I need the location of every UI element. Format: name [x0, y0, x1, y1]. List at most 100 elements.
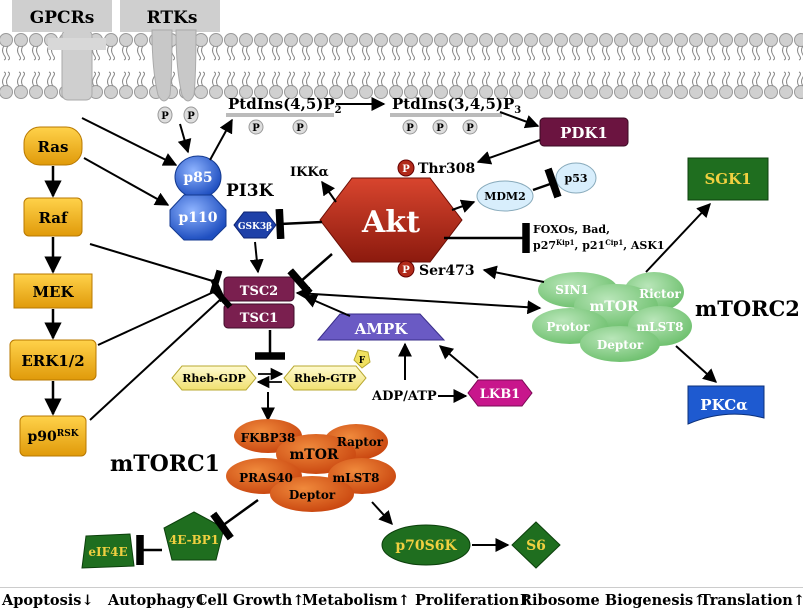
outcome-arrow-icon: ↓ [81, 592, 93, 609]
mtorc2-mtor: mTOR [589, 299, 638, 315]
mtorc1-label: mTORC1 [110, 451, 220, 477]
gsk3b-node: GSK3β [234, 212, 276, 238]
4ebp1-node: 4E-BP1 [164, 512, 224, 560]
mek-node: MEK [14, 274, 92, 308]
rheb-gtp-label: Rheb-GTP [294, 372, 356, 385]
raf-label: Raf [39, 209, 70, 227]
arrow-lkb1-ampk [440, 346, 478, 378]
ptdins345-phospho-2: P [433, 120, 447, 134]
gpcrs-label: GPCRs [30, 8, 95, 28]
outcome-arrow-icon: ↑ [793, 592, 803, 609]
ptdins45p2: PtdIns(4,5)P2 P P [226, 95, 342, 134]
outcome-proliferation: Proliferation↑ [415, 592, 531, 609]
mtorc2-sin1: SIN1 [555, 283, 589, 297]
erk-node: ERK1/2 [10, 340, 96, 380]
svg-text:P: P [406, 123, 414, 134]
foxos-label: FOXOs, Bad, [533, 223, 610, 236]
cellular-outcomes: Apoptosis↓Autophagy↓Cell Growth↑Metaboli… [0, 587, 803, 615]
akt-label: Akt [361, 205, 420, 240]
mtorc1-fkbp38: FKBP38 [241, 431, 296, 445]
ser473-label: Ser473 [419, 263, 475, 279]
akt-node: Akt [320, 178, 462, 262]
gsk3b-label: GSK3β [238, 222, 272, 232]
tsc2-label: TSC2 [240, 284, 278, 299]
ptdins45-phospho-2: P [293, 120, 307, 134]
ser473-site: P Ser473 [398, 261, 475, 279]
arrow-mtorc2-pkca [676, 346, 716, 382]
farnesyl-label: F [359, 356, 366, 366]
ptdins45-sub: 2 [335, 105, 342, 116]
rheb-gdp-label: Rheb-GDP [182, 372, 246, 385]
p85-label: p85 [183, 170, 212, 186]
ikka-label: IKKα [290, 165, 329, 180]
mtorc2-deptor: Deptor [597, 338, 644, 352]
outcome-metabolism: Metabolism↑ [302, 592, 410, 609]
eif4e-label: eIF4E [88, 545, 127, 559]
arrow-akt-mdm2 [452, 202, 474, 210]
pkca-label: PKCα [700, 396, 748, 414]
mtorc2-complex: SIN1 mTOR Rictor Protor mLST8 Deptor [532, 272, 692, 362]
s6-label: S6 [526, 538, 546, 554]
mdm2-node: MDM2 [477, 181, 533, 211]
ptdins45-label: PtdIns(4,5)P [228, 95, 335, 113]
mtorc1-raptor: Raptor [337, 435, 384, 449]
sgk1-label: SGK1 [704, 170, 751, 188]
mtorc2-rictor: Rictor [639, 287, 681, 301]
ptdins345-label: PtdIns(3,4,5)P [392, 95, 514, 113]
thr308-label: Thr308 [418, 161, 475, 177]
mtorc1-mlst8: mLST8 [332, 471, 379, 485]
svg-text:PtdIns(4,5)P2: PtdIns(4,5)P2 [228, 95, 342, 116]
ptdins345-phospho-1: P [403, 120, 417, 134]
ptdins345p3: PtdIns(3,4,5)P3 P P P [390, 95, 521, 134]
arrow-mtorc2-ser473 [484, 270, 544, 282]
rtks-label: RTKs [147, 8, 198, 28]
pdk1-label: PDK1 [560, 124, 608, 142]
p110-label: p110 [178, 210, 217, 226]
p70s6k-node: p70S6K [382, 525, 470, 565]
ptdins45-phospho-1: P [249, 120, 263, 134]
inhibit-raf-tsc2 [90, 244, 216, 282]
ptdins345-sub: 3 [514, 105, 521, 116]
arrow-gsk3b-tsc2 [255, 242, 258, 272]
svg-text:P: P [402, 164, 410, 175]
lkb1-node: LKB1 [468, 380, 532, 406]
rheb-gtp-node: Rheb-GTP F [284, 350, 370, 390]
inhibit-mdm2-p53 [533, 183, 553, 190]
arrow-akt-ikka [322, 182, 336, 202]
p90-label: p90 [27, 429, 57, 445]
outcome-autophagy: Autophagy↓ [108, 592, 207, 609]
outcome-translation: Translation↑ [700, 592, 803, 609]
inhibit-p90-tsc2 [90, 298, 222, 420]
outcome-apoptosis: Apoptosis↓ [2, 592, 94, 609]
svg-text:P: P [436, 123, 444, 134]
arrow-ras-p110 [84, 158, 168, 205]
outcome-ribosome-biogenesis: Ribosome Biogenesis↑ [520, 592, 705, 609]
sgk1-node: SGK1 [688, 158, 768, 200]
arrow-mtorc2-sgk1 [646, 204, 710, 272]
mtorc2-label: mTORC2 [695, 296, 800, 321]
outcome-arrow-icon: ↑ [398, 592, 410, 609]
tsc2-node: TSC2 [224, 277, 294, 301]
foxos-line2: p27Kip1, p21Cip1, ASK1 [533, 238, 665, 252]
mtorc1-mtor: mTOR [289, 447, 338, 463]
svg-text:P: P [296, 123, 304, 134]
mtorc1-pras40: PRAS40 [239, 471, 293, 485]
tsc1-node: TSC1 [224, 304, 294, 328]
inhibit-akt-gsk3b [280, 222, 322, 224]
ampk-label: AMPK [354, 320, 409, 338]
tsc1-label: TSC1 [240, 311, 278, 326]
rtk-phospho-2: P [187, 111, 195, 122]
ras-label: Ras [38, 138, 69, 156]
lkb1-label: LKB1 [480, 387, 520, 402]
erk-label: ERK1/2 [21, 352, 84, 370]
s6-node: S6 [512, 522, 560, 568]
svg-text:P: P [466, 123, 474, 134]
pdk1-node: PDK1 [540, 118, 628, 146]
eif4e-node: eIF4E [82, 534, 134, 568]
arrow-tsc2-mtorc2 [297, 293, 540, 308]
adp-atp-label: ADP/ATP [371, 389, 437, 404]
rtk-phospho-1: P [161, 111, 169, 122]
4ebp1-label: 4E-BP1 [169, 533, 219, 547]
mtorc2-protor: Protor [546, 320, 590, 334]
